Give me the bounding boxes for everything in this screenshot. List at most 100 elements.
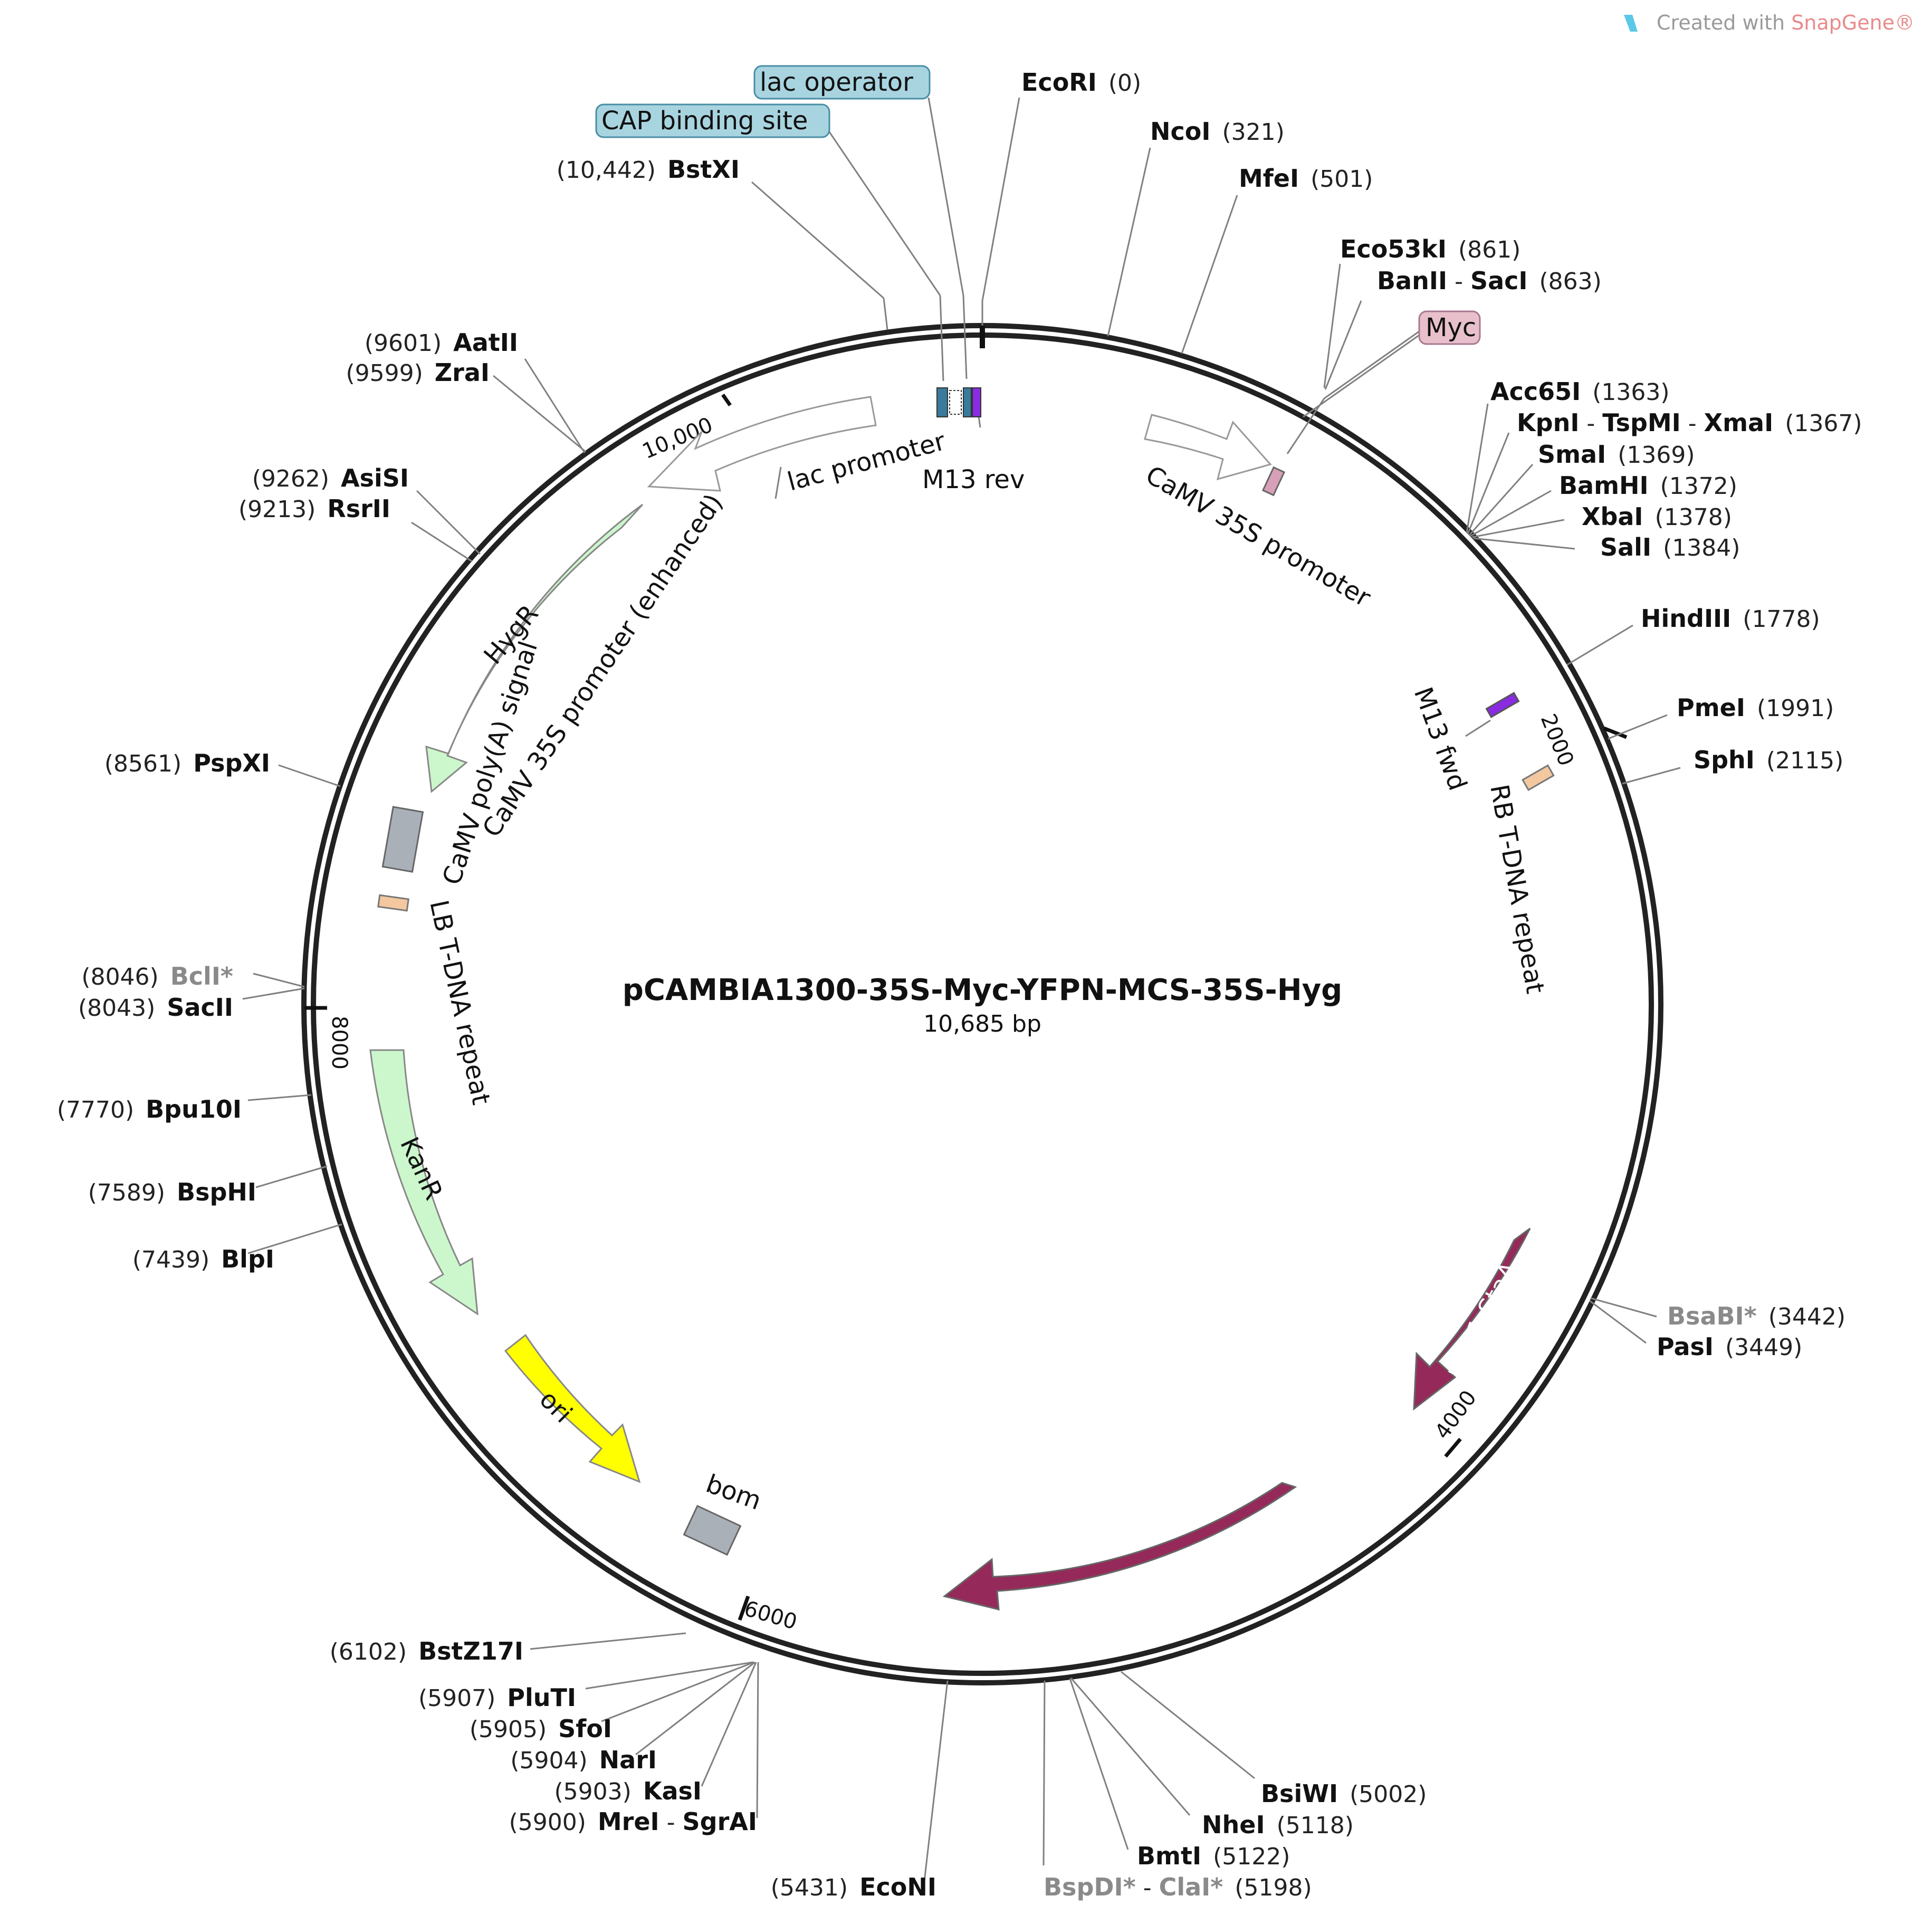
svg-text:(7770)Bpu10I: (7770)Bpu10I	[57, 1095, 242, 1123]
svg-text:BanII - SacI(863): BanII - SacI(863)	[1377, 266, 1602, 295]
label-camv-35s-promoter: CaMV 35S promoter	[1141, 460, 1376, 613]
svg-text:Created with SnapGene®: Created with SnapGene®	[1657, 11, 1915, 34]
site-pluti[interactable]: PluTI	[507, 1683, 576, 1712]
features	[369, 387, 1555, 1611]
svg-text:SalI(1384): SalI(1384)	[1600, 533, 1740, 561]
site-bsiwi[interactable]: BsiWI	[1261, 1779, 1338, 1808]
site-hindiii[interactable]: HindIII	[1641, 604, 1731, 633]
svg-text:(5904)NarI: (5904)NarI	[510, 1746, 657, 1774]
site-sacii[interactable]: SacII	[167, 993, 233, 1022]
lac-promoter-arrow	[647, 396, 877, 492]
label-lb-tdna-repeat: LB T-DNA repeat	[424, 898, 496, 1108]
ori-arrow	[504, 1333, 641, 1483]
site-rsrii[interactable]: RsrII	[327, 494, 390, 523]
site-pmei[interactable]: PmeI	[1677, 693, 1745, 722]
tick-label-8000: 8000	[327, 1016, 351, 1070]
tick-label-2000: 2000	[1536, 711, 1579, 770]
site-sgrai[interactable]: SgrAI	[683, 1807, 757, 1836]
svg-text:Eco53kI(861): Eco53kI(861)	[1340, 235, 1520, 263]
myc-label: Myc	[1426, 313, 1476, 342]
site-labels-left: (5431)EcoNI (5900)MreI - SgrAI (5903)Kas…	[57, 155, 936, 1901]
site-nhei[interactable]: NheI	[1202, 1811, 1265, 1839]
lac-operator-label: lac operator	[760, 68, 913, 97]
site-ecori[interactable]: EcoRI	[1021, 68, 1097, 97]
m13-rev-mark	[972, 387, 981, 417]
snapgene-logo-icon	[1624, 15, 1638, 32]
site-banii[interactable]: BanII	[1377, 266, 1447, 295]
svg-text:SphI(2115): SphI(2115)	[1694, 746, 1843, 774]
svg-text:(8561)PspXI: (8561)PspXI	[104, 749, 270, 777]
lac-promoter-stub	[949, 390, 962, 415]
site-mrei[interactable]: MreI	[598, 1807, 659, 1836]
site-smai[interactable]: SmaI	[1538, 440, 1606, 469]
site-asisi[interactable]: AsiSI	[341, 464, 409, 492]
site-kasi[interactable]: KasI	[643, 1777, 702, 1805]
site-pspxi[interactable]: PspXI	[193, 749, 270, 777]
site-nari[interactable]: NarI	[599, 1746, 657, 1774]
svg-text:BspDI* - ClaI*(5198): BspDI* - ClaI*(5198)	[1044, 1873, 1312, 1901]
label-rb-tdna-repeat: RB T-DNA repeat	[1484, 782, 1550, 996]
svg-text:(5907)PluTI: (5907)PluTI	[418, 1683, 576, 1712]
site-bamhi[interactable]: BamHI	[1559, 471, 1649, 500]
svg-text:NcoI(321): NcoI(321)	[1150, 117, 1285, 146]
site-sfoi[interactable]: SfoI	[558, 1714, 612, 1743]
kanr-arrow	[369, 1049, 479, 1316]
svg-text:PasI(3449): PasI(3449)	[1657, 1332, 1802, 1361]
site-bspdi[interactable]: BspDI*	[1044, 1873, 1136, 1901]
svg-text:(10,442)BstXI: (10,442)BstXI	[557, 155, 740, 184]
svg-text:KpnI - TspMI - XmaI(1367): KpnI - TspMI - XmaI(1367)	[1517, 408, 1862, 437]
svg-text:(6102)BstZ17I: (6102)BstZ17I	[330, 1637, 523, 1665]
boxed-labels: lac operator CAP binding site Myc	[595, 65, 1481, 345]
site-acc65i[interactable]: Acc65I	[1490, 377, 1581, 406]
site-mfei[interactable]: MfeI	[1239, 164, 1299, 193]
myc-box	[1261, 466, 1286, 497]
svg-text:(5900)MreI - SgrAI: (5900)MreI - SgrAI	[509, 1807, 757, 1836]
svg-text:PmeI(1991): PmeI(1991)	[1677, 693, 1834, 722]
svg-text:HindIII(1778): HindIII(1778)	[1641, 604, 1820, 633]
site-sphi[interactable]: SphI	[1694, 746, 1755, 774]
svg-text:XbaI(1378): XbaI(1378)	[1582, 502, 1732, 531]
site-eco53ki[interactable]: Eco53kI	[1340, 235, 1447, 263]
svg-text:EcoRI(0): EcoRI(0)	[1021, 68, 1141, 97]
site-labels-right: EcoRI(0) NcoI(321) MfeI(501) Eco53kI(861…	[1021, 68, 1862, 1901]
site-blpi[interactable]: BlpI	[221, 1245, 274, 1273]
site-bsphi[interactable]: BspHI	[177, 1178, 256, 1206]
svg-text:BmtI(5122): BmtI(5122)	[1137, 1842, 1290, 1870]
plasmid-size: 10,685 bp	[923, 1011, 1041, 1037]
site-bcli[interactable]: BclI*	[170, 962, 233, 990]
credit-prefix: Created with	[1657, 11, 1791, 34]
site-bmti[interactable]: BmtI	[1137, 1842, 1201, 1870]
lac-operator-mark	[936, 387, 948, 417]
site-aatii[interactable]: AatII	[453, 328, 518, 357]
site-bpu10i[interactable]: Bpu10I	[146, 1095, 242, 1123]
plasmid-title-block: pCAMBIA1300-35S-Myc-YFPN-MCS-35S-Hyg 10,…	[623, 973, 1343, 1037]
site-pasi[interactable]: PasI	[1657, 1332, 1714, 1361]
site-kpni[interactable]: KpnI	[1517, 408, 1579, 437]
hygr-arrow	[425, 503, 644, 793]
svg-text:(9599)ZraI: (9599)ZraI	[346, 358, 490, 387]
svg-text:(9262)AsiSI: (9262)AsiSI	[252, 464, 409, 492]
lb-tdna-box	[377, 894, 409, 912]
site-ncoi[interactable]: NcoI	[1150, 117, 1210, 146]
cap-binding-site-label: CAP binding site	[601, 106, 808, 136]
svg-text:BsiWI(5002): BsiWI(5002)	[1261, 1779, 1427, 1808]
svg-text:BsaBI*(3442): BsaBI*(3442)	[1667, 1302, 1845, 1330]
m13-fwd-box	[1485, 692, 1520, 718]
svg-text:(7439)BlpI: (7439)BlpI	[132, 1245, 274, 1273]
site-econi[interactable]: EcoNI	[859, 1873, 936, 1901]
site-saci[interactable]: SacI	[1470, 266, 1528, 295]
site-bsabi[interactable]: BsaBI*	[1667, 1302, 1757, 1330]
site-bstxi[interactable]: BstXI	[667, 155, 740, 184]
site-zrai[interactable]: ZraI	[435, 358, 490, 387]
svg-text:(5905)SfoI: (5905)SfoI	[470, 1714, 612, 1743]
svg-text:(8046)BclI*: (8046)BclI*	[81, 962, 233, 990]
site-bstz17i[interactable]: BstZ17I	[418, 1637, 523, 1665]
site-xmai[interactable]: XmaI	[1704, 408, 1774, 437]
site-xbai[interactable]: XbaI	[1582, 502, 1643, 531]
site-clai[interactable]: ClaI*	[1159, 1873, 1223, 1901]
site-tspmi[interactable]: TspMI	[1602, 408, 1680, 437]
svg-text:Acc65I(1363): Acc65I(1363)	[1490, 377, 1670, 406]
site-sali[interactable]: SalI	[1600, 533, 1651, 561]
svg-text:SmaI(1369): SmaI(1369)	[1538, 440, 1695, 469]
